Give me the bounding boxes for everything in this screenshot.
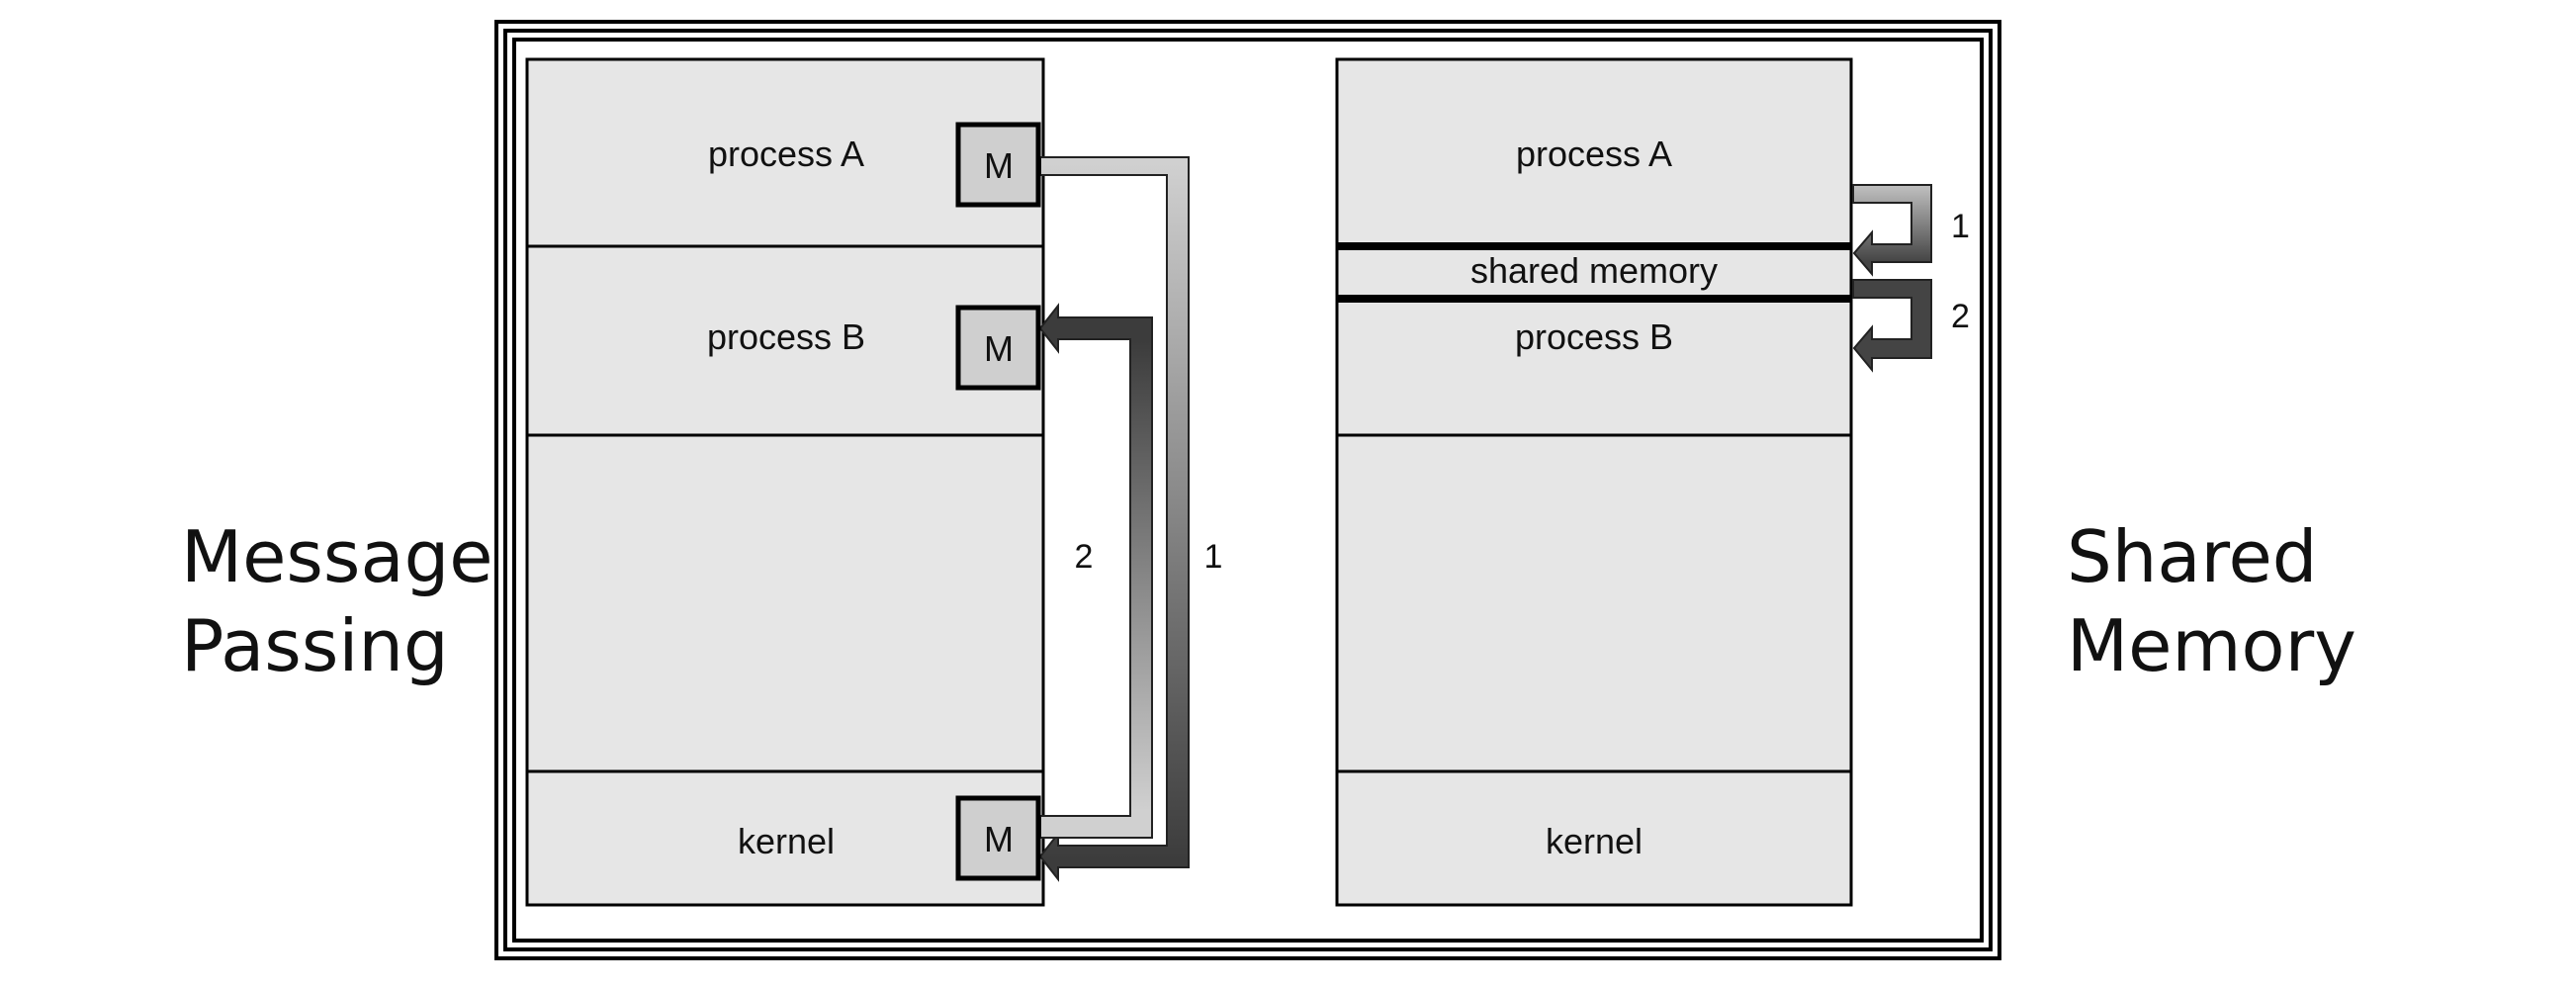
process-a-label: process A bbox=[708, 134, 864, 174]
shared-memory-region bbox=[1335, 244, 1853, 301]
arrow-2-number: 2 bbox=[1075, 538, 1094, 576]
arrow-2-receive bbox=[1038, 303, 1153, 839]
arrow-1-number: 1 bbox=[1951, 208, 1970, 245]
kernel-label: kernel bbox=[1546, 821, 1643, 861]
shared-memory-label: shared memory bbox=[1470, 250, 1718, 291]
message-box-process-a: M bbox=[955, 122, 1041, 208]
kernel-region bbox=[1335, 769, 1853, 907]
shared-memory-panel: process A shared memory process B kernel… bbox=[1335, 57, 1970, 907]
message-box-process-b: M bbox=[955, 305, 1041, 391]
empty-region bbox=[1335, 433, 1853, 773]
empty-region bbox=[525, 433, 1045, 773]
message-box-label: M bbox=[984, 819, 1014, 859]
arrow-2-number: 2 bbox=[1951, 298, 1970, 335]
process-a-label: process A bbox=[1516, 134, 1672, 174]
process-a-region bbox=[1335, 57, 1853, 248]
process-b-label: process B bbox=[707, 316, 865, 357]
arrow-2-read bbox=[1852, 279, 1932, 373]
process-b-label: process B bbox=[1515, 316, 1673, 357]
message-passing-caption: Message Passing bbox=[181, 515, 493, 687]
message-box-kernel: M bbox=[955, 795, 1041, 881]
process-b-region bbox=[1335, 297, 1853, 437]
message-box-label: M bbox=[984, 145, 1014, 186]
arrow-1-send bbox=[1038, 156, 1190, 882]
kernel-label: kernel bbox=[738, 821, 835, 861]
message-box-label: M bbox=[984, 328, 1014, 369]
arrow-1-write bbox=[1852, 184, 1932, 277]
message-passing-panel: process A process B kernel 2 1 M M M bbox=[525, 57, 1223, 907]
shared-memory-caption: Shared Memory bbox=[2067, 515, 2356, 687]
arrow-1-number: 1 bbox=[1204, 538, 1223, 576]
